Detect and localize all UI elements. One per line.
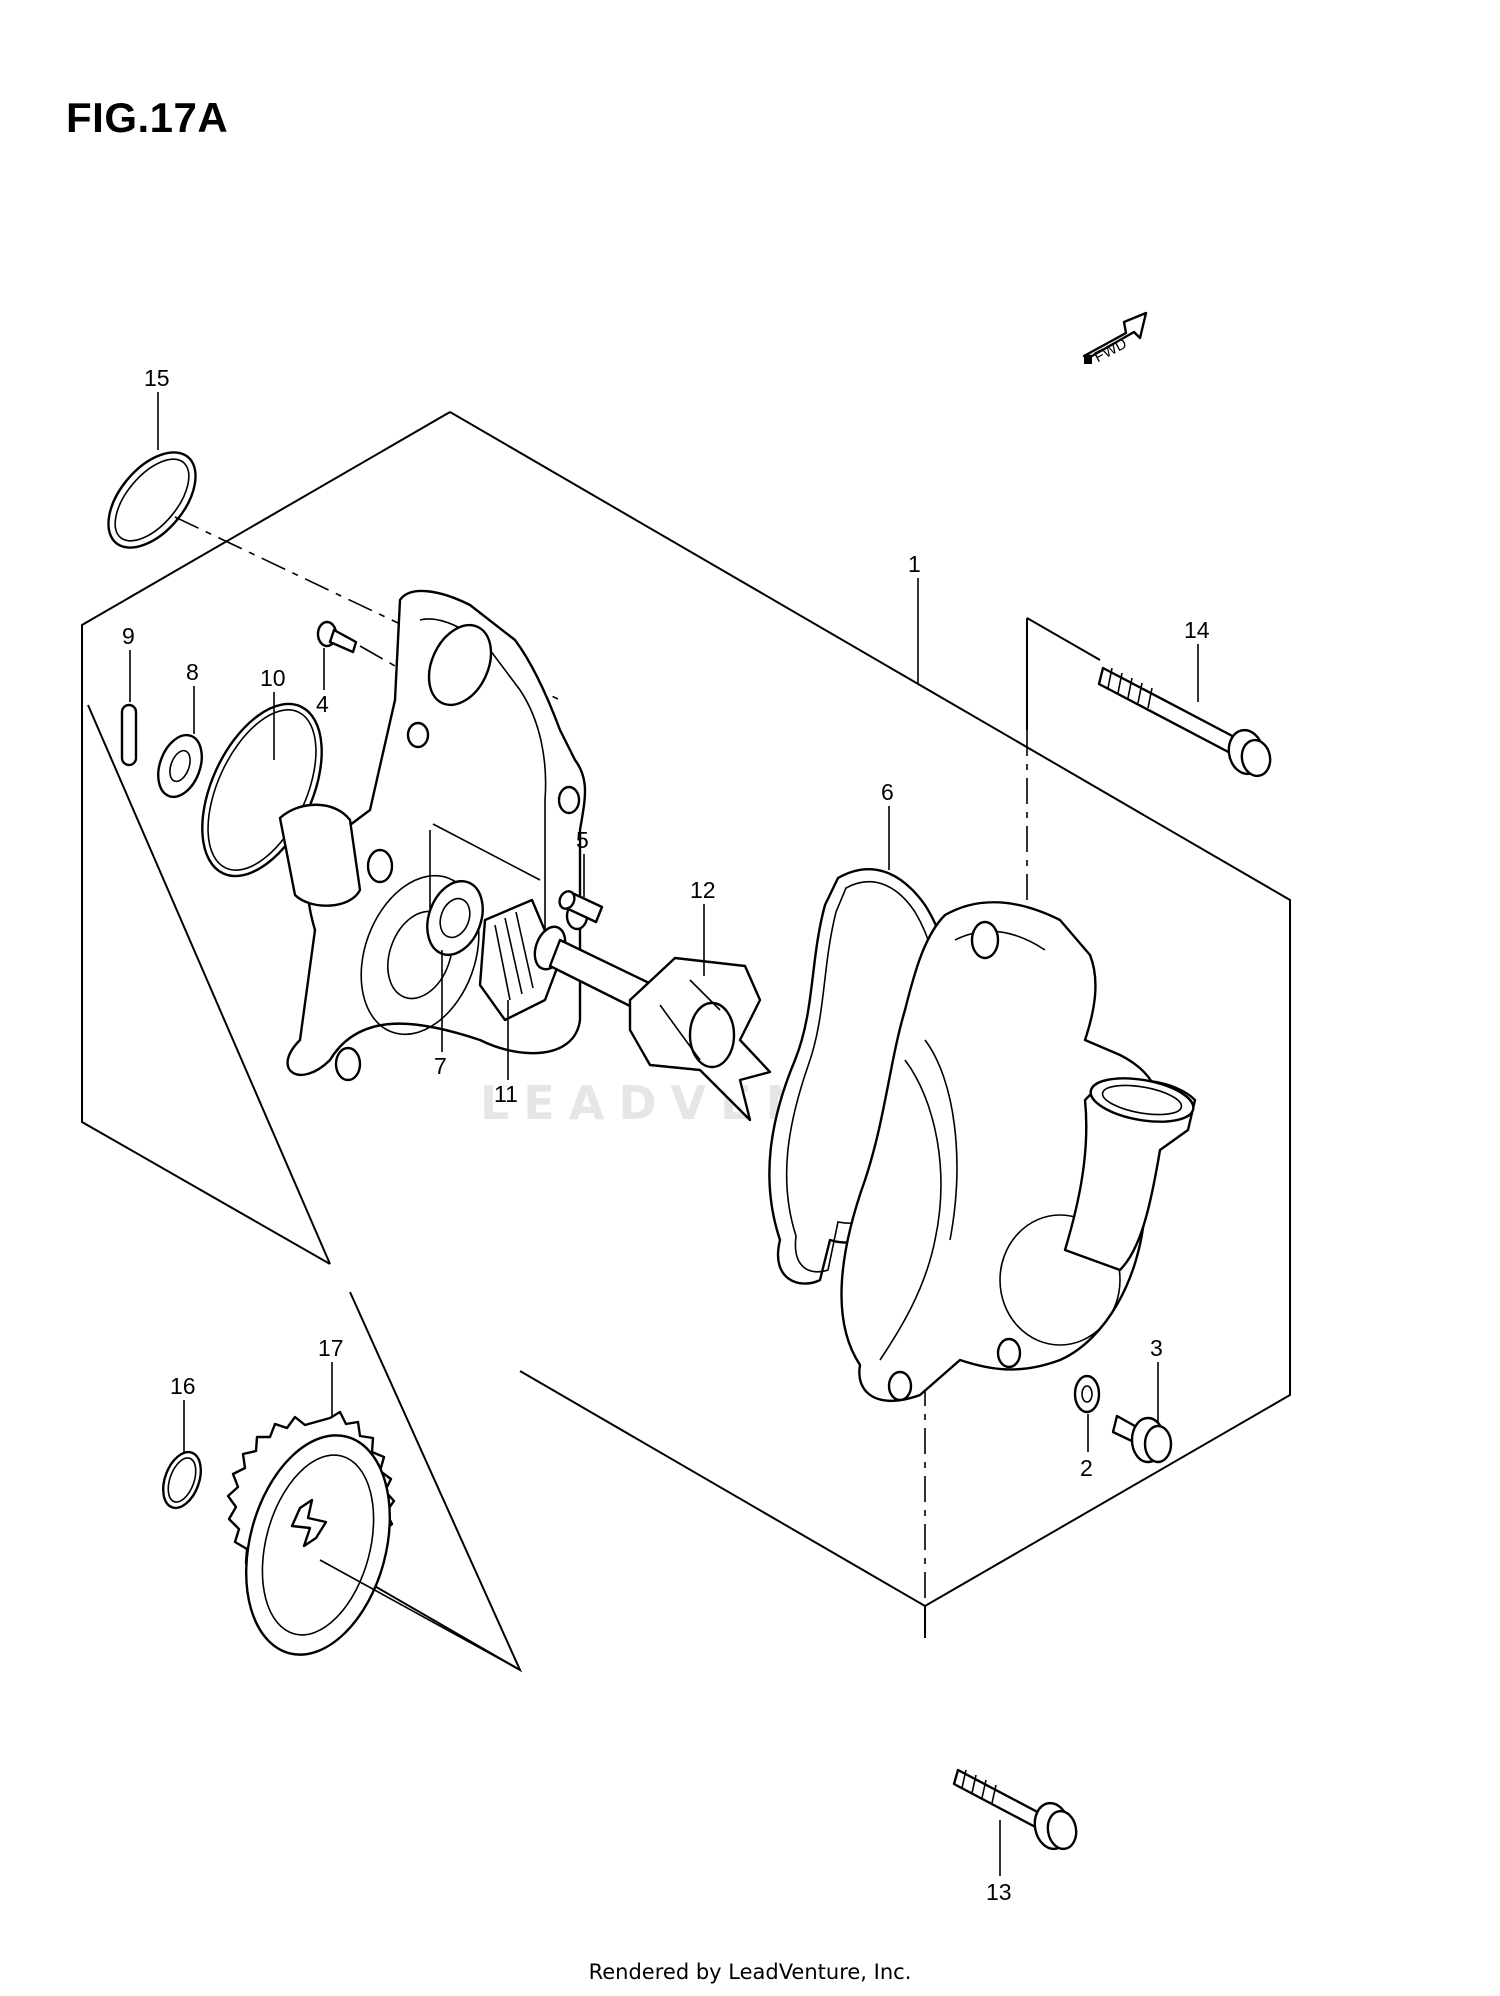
callout-4: 4 (316, 648, 329, 717)
callout-15: 15 (144, 365, 170, 450)
washer-8 (157, 733, 203, 799)
svg-text:6: 6 (881, 779, 894, 805)
svg-text:16: 16 (170, 1373, 196, 1399)
footer-credit: Rendered by LeadVenture, Inc. (588, 1960, 912, 1984)
callout-16: 16 (170, 1373, 196, 1454)
svg-text:9: 9 (122, 623, 135, 649)
bolt-14 (1097, 666, 1272, 778)
figure-title: FIG.17A (66, 94, 229, 141)
callout-11: 11 (494, 1000, 518, 1107)
assembly-frame (81, 411, 1291, 1673)
bolt-3 (1111, 1414, 1173, 1464)
svg-text:8: 8 (186, 659, 199, 685)
fwd-arrow-icon: FWD (1082, 311, 1148, 366)
oil-seal-7 (426, 880, 484, 956)
washer-2 (1073, 1374, 1101, 1414)
callout-8: 8 (186, 659, 199, 734)
svg-text:4: 4 (316, 691, 329, 717)
pump-case-1 (840, 901, 1197, 1403)
pump-body-plate (278, 589, 589, 1082)
callout-12: 12 (690, 877, 716, 976)
callout-3: 3 (1150, 1335, 1163, 1422)
callout-7: 7 (434, 950, 447, 1079)
callout-9: 9 (122, 623, 135, 702)
svg-text:1: 1 (908, 551, 921, 577)
svg-text:15: 15 (144, 365, 170, 391)
callout-2: 2 (1080, 1414, 1093, 1481)
dowel-5 (432, 823, 604, 924)
bolt-13 (952, 1768, 1078, 1851)
svg-text:10: 10 (260, 665, 286, 691)
impeller-12 (548, 938, 772, 1122)
svg-text:7: 7 (434, 1053, 447, 1079)
svg-text:14: 14 (1184, 617, 1210, 643)
svg-text:5: 5 (576, 827, 589, 853)
svg-text:11: 11 (494, 1081, 518, 1107)
circlip-16 (161, 1450, 203, 1510)
callout-1: 1 (908, 551, 921, 683)
callout-14: 14 (1184, 617, 1210, 702)
callout-5: 5 (576, 827, 589, 897)
callout-13: 13 (986, 1820, 1012, 1905)
svg-text:13: 13 (986, 1879, 1012, 1905)
gear-17 (226, 1410, 521, 1671)
dowel-pin-9 (120, 703, 138, 767)
svg-text:2: 2 (1080, 1455, 1093, 1481)
callout-6: 6 (881, 779, 894, 870)
callout-17: 17 (318, 1335, 344, 1418)
svg-text:17: 17 (318, 1335, 344, 1361)
fwd-label: FWD (1092, 335, 1130, 366)
svg-text:12: 12 (690, 877, 716, 903)
svg-text:3: 3 (1150, 1335, 1163, 1361)
callout-10: 10 (260, 665, 286, 760)
